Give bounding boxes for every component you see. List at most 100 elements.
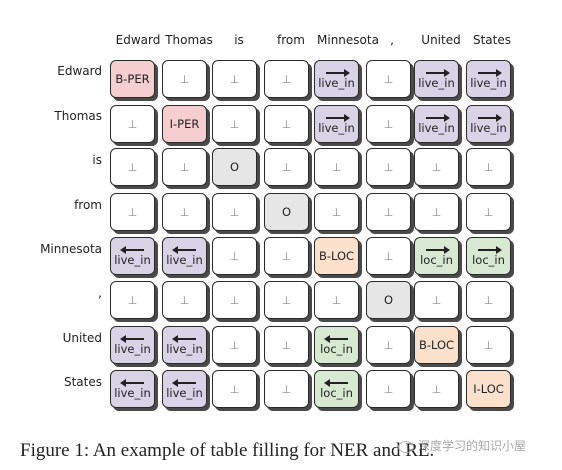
- cell-label: I-LOC: [473, 381, 504, 396]
- table-cell: ⊥: [162, 60, 207, 98]
- arrow-left-icon: [119, 334, 146, 343]
- table-cell: live_in: [110, 370, 155, 408]
- arrow-left-icon: [171, 245, 198, 254]
- row-header: Edward: [57, 64, 102, 78]
- arrow-left-icon: [119, 245, 146, 254]
- cell-label: ⊥: [331, 293, 342, 307]
- cell-label: ⊥: [483, 160, 494, 174]
- column-header: is: [234, 33, 244, 47]
- table-cell: ⊥: [264, 60, 309, 98]
- table-cell: ⊥: [110, 148, 155, 186]
- column-header: Minnesota: [317, 33, 379, 47]
- cell-label: ⊥: [179, 293, 190, 307]
- cell-label: B-PER: [115, 71, 150, 86]
- cell-label: live_in: [418, 75, 455, 90]
- table-cell: ⊥: [366, 370, 411, 408]
- cell-label: ⊥: [229, 72, 240, 86]
- table-cell: ⊥: [366, 148, 411, 186]
- cell-label: ⊥: [383, 160, 394, 174]
- arrow-right-icon: [476, 113, 502, 122]
- table-cell: live_in: [414, 60, 459, 98]
- cell-label: live_in: [318, 75, 355, 90]
- cell-label: ⊥: [127, 117, 138, 131]
- column-header: States: [472, 33, 511, 47]
- arrow-left-icon: [323, 334, 350, 343]
- arrow-left-icon: [171, 378, 198, 387]
- cell-label: ⊥: [281, 117, 292, 131]
- table-cell: I-LOC: [466, 370, 511, 408]
- arrow-right-icon: [324, 68, 350, 77]
- table-cell: ⊥: [212, 60, 257, 98]
- arrow-right-icon: [476, 245, 502, 254]
- table-cell: I-PER: [162, 105, 207, 143]
- column-header: Edward: [115, 33, 161, 47]
- cell-label: ⊥: [483, 205, 494, 219]
- cell-label: ⊥: [179, 205, 190, 219]
- row-header: is: [92, 153, 102, 167]
- cell-label: loc_in: [320, 341, 353, 356]
- watermark-text: 深度学习的知识小屋: [418, 439, 527, 453]
- cell-label: live_in: [166, 385, 203, 400]
- row-header: States: [63, 375, 102, 389]
- table-cell: ⊥: [366, 60, 411, 98]
- table-cell: live_in: [110, 237, 155, 275]
- cell-label: B-LOC: [318, 248, 355, 263]
- arrow-left-icon: [119, 378, 146, 387]
- table-cell: ⊥: [414, 148, 459, 186]
- cell-label: ⊥: [431, 205, 442, 219]
- table-cell: live_in: [162, 370, 207, 408]
- cell-label: ⊥: [281, 249, 292, 263]
- cell-label: ⊥: [483, 338, 494, 352]
- cell-label: ⊥: [331, 160, 342, 174]
- cell-label: ⊥: [127, 160, 138, 174]
- arrow-right-icon: [424, 68, 450, 77]
- cell-label: live_in: [470, 120, 507, 135]
- cell-label: ⊥: [281, 382, 292, 396]
- arrow-right-icon: [424, 113, 450, 122]
- cell-label: B-LOC: [418, 337, 455, 352]
- cell-label: ⊥: [383, 382, 394, 396]
- table-cell: ⊥: [264, 237, 309, 275]
- table-cell: ⊥: [414, 281, 459, 319]
- row-header: from: [74, 198, 102, 212]
- cell-label: ⊥: [331, 205, 342, 219]
- table-cell: live_in: [110, 326, 155, 364]
- table-cell: ⊥: [414, 370, 459, 408]
- table-cell: ⊥: [466, 193, 511, 231]
- cell-label: live_in: [470, 75, 507, 90]
- table-cell: ⊥: [314, 281, 359, 319]
- table-cell: ⊥: [212, 105, 257, 143]
- row-header: Thomas: [54, 109, 102, 123]
- watermark: 深度学习的知识小屋: [398, 437, 526, 454]
- cell-label: ⊥: [281, 160, 292, 174]
- table-cell: ⊥: [366, 105, 411, 143]
- cell-label: ⊥: [179, 72, 190, 86]
- table-cell: ⊥: [466, 281, 511, 319]
- figure-caption: Figure 1: An example of table filling fo…: [20, 440, 435, 461]
- arrow-left-icon: [171, 334, 198, 343]
- table-cell: B-PER: [110, 60, 155, 98]
- table-cell: live_in: [162, 326, 207, 364]
- cell-label: ⊥: [229, 249, 240, 263]
- cell-label: live_in: [114, 385, 151, 400]
- table-cell: live_in: [466, 60, 511, 98]
- table-cell: ⊥: [366, 326, 411, 364]
- table-cell: live_in: [314, 105, 359, 143]
- table-cell: ⊥: [212, 281, 257, 319]
- table-cell: ⊥: [162, 193, 207, 231]
- table-cell: ⊥: [466, 148, 511, 186]
- table-cell: O: [366, 281, 411, 319]
- table-cell: loc_in: [314, 370, 359, 408]
- table-cell: ⊥: [162, 281, 207, 319]
- cell-label: ⊥: [483, 293, 494, 307]
- cell-label: ⊥: [383, 249, 394, 263]
- table-cell: ⊥: [264, 105, 309, 143]
- cell-label: ⊥: [383, 117, 394, 131]
- table-cell: ⊥: [110, 281, 155, 319]
- cell-label: ⊥: [431, 293, 442, 307]
- table-cell: B-LOC: [314, 237, 359, 275]
- table-cell: ⊥: [212, 326, 257, 364]
- table-cell: ⊥: [264, 281, 309, 319]
- cell-label: loc_in: [420, 252, 453, 267]
- cell-label: live_in: [166, 341, 203, 356]
